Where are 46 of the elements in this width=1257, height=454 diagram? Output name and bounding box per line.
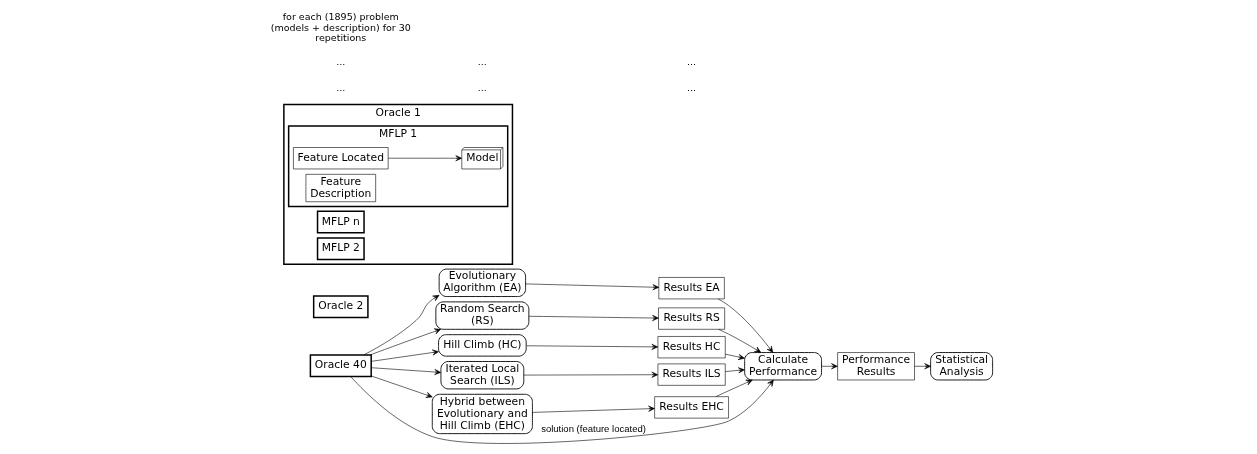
node-box: MFLP n — [316, 210, 365, 234]
arrow — [387, 155, 462, 162]
node-box: Iterated Local Search (ILS) — [440, 361, 524, 390]
node-box: Oracle 40 — [309, 354, 372, 378]
label: ... — [686, 55, 696, 67]
node-box: Feature Description — [305, 174, 376, 203]
node-box: Oracle 2 — [312, 295, 369, 319]
node-box: MFLP 2 — [316, 237, 365, 261]
arrow — [717, 298, 773, 353]
arrow — [525, 283, 659, 291]
label: ... — [686, 82, 696, 94]
label: for each (1895) problem (models + description) for 30 repetitions — [270, 10, 411, 44]
label: ... — [335, 55, 345, 67]
node-box: Results ILS — [657, 363, 726, 386]
node-box: Feature Located — [292, 147, 388, 170]
label: ... — [477, 55, 487, 67]
node-box: Performance Results — [836, 352, 915, 381]
arrow — [362, 295, 439, 356]
node-box: Results EHC — [653, 396, 729, 419]
arrow — [349, 376, 774, 444]
arrow — [523, 371, 658, 378]
arrow — [525, 343, 658, 350]
arrow — [531, 405, 655, 413]
arrow — [370, 349, 439, 362]
label: ... — [477, 82, 487, 94]
arrow — [717, 329, 761, 353]
node-box: Calculate Performance — [743, 352, 822, 381]
arrow — [724, 367, 745, 374]
arrow — [715, 379, 753, 397]
node-box: Results HC — [657, 336, 726, 359]
edge-label: solution (feature located) — [540, 422, 646, 434]
arrow — [370, 367, 441, 375]
arrow — [369, 328, 441, 356]
arrow — [724, 353, 745, 360]
label: ... — [335, 82, 345, 94]
node-box: Results EA — [658, 277, 725, 300]
arrow — [913, 363, 931, 370]
arrow — [820, 363, 838, 370]
arrow — [370, 375, 433, 398]
node-box: Random Search (RS) — [434, 301, 529, 330]
node-box: Results RS — [657, 307, 725, 330]
node-box: Hybrid between Evolutionary and Hill Climb (EHC) — [431, 393, 533, 435]
arrow — [528, 315, 659, 321]
node-box: Evolutionary Algorithm (EA) — [438, 268, 526, 297]
node-box: Statistical Analysis — [929, 352, 993, 381]
node-box: Hill Climb (HC) — [437, 334, 527, 357]
